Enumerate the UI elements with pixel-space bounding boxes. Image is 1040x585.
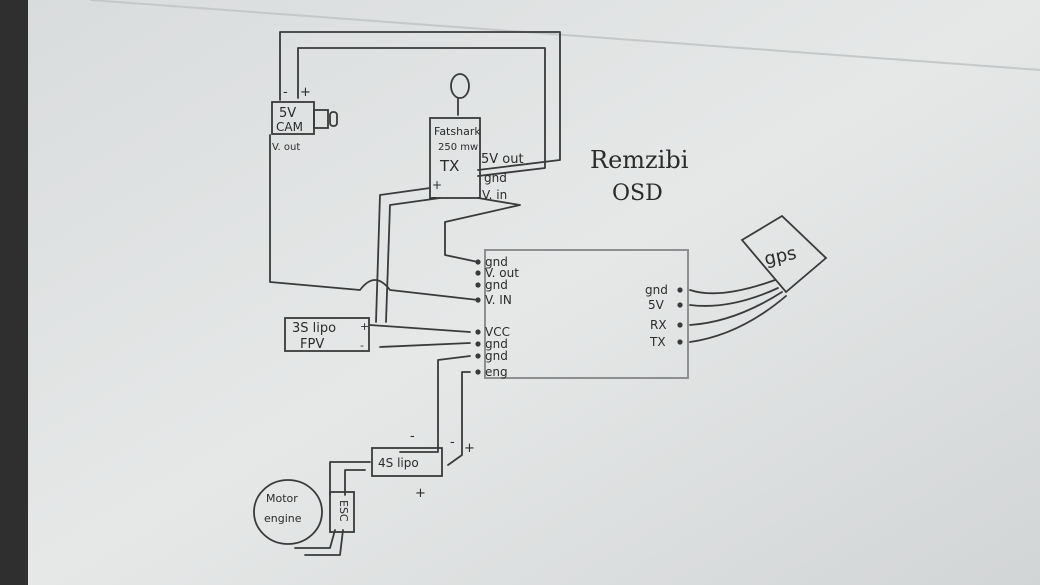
camera-vout: V. out xyxy=(272,142,300,153)
vtx-pin-5v: 5V out xyxy=(481,152,524,167)
osd-pin-eng: eng xyxy=(485,365,508,379)
lipo-4s-box xyxy=(371,447,443,477)
wire-4s-esc-minus xyxy=(329,461,371,496)
lipo-4s-minus-1: - xyxy=(410,429,415,444)
motor-line1: Motor xyxy=(266,492,298,505)
vtx-antenna xyxy=(450,73,470,99)
lipo-fpv-plus: + xyxy=(360,320,369,333)
osd-pin-vout: V. out xyxy=(485,266,519,280)
wire-esc-motor-1 xyxy=(294,529,336,549)
camera-plus: + xyxy=(300,85,311,100)
vtx-name: Fatshark xyxy=(434,125,481,138)
lipo-4s-plus-2: + xyxy=(415,486,426,501)
lipo-fpv-line1: 3S lipo xyxy=(292,321,336,336)
paper-sheet xyxy=(28,0,1040,585)
wire-cam-5v-loop xyxy=(279,31,561,171)
osd-pin-vcc: VCC xyxy=(485,325,510,339)
wire-lipo-vcc xyxy=(369,324,471,333)
wire-4s-esc-plus xyxy=(344,469,366,496)
wire-osd-gnd-4s xyxy=(399,355,471,453)
vtx-plus: + xyxy=(432,178,442,192)
osd-pin-right-rx: RX xyxy=(650,318,667,332)
vtx-box xyxy=(429,117,481,199)
motor-line2: engine xyxy=(264,512,302,525)
vtx-power: 250 mw xyxy=(438,142,478,153)
osd-board xyxy=(484,249,689,379)
osd-pin-gnd-2: gnd xyxy=(485,278,508,292)
osd-pin-gnd-4: gnd xyxy=(485,349,508,363)
lipo-fpv-line2: FPV xyxy=(300,337,324,352)
wire-cam-video xyxy=(269,134,479,301)
camera-voltage: 5V xyxy=(279,106,296,121)
wire-vtx-power-plus xyxy=(375,187,431,323)
paper-fold xyxy=(89,0,1040,71)
osd-pin-right-tx: TX xyxy=(649,335,666,349)
osd-pin-gnd-3: gnd xyxy=(485,337,508,351)
vtx-tx: TX xyxy=(439,157,459,175)
wire-cam-gnd-loop xyxy=(297,47,546,177)
osd-pin-dots xyxy=(475,259,683,375)
wire-vtx-power-minus xyxy=(385,197,441,323)
wire-esc-motor-2 xyxy=(304,529,344,556)
osd-pin-gnd-1: gnd xyxy=(485,255,508,269)
esc-label: ESC xyxy=(337,500,350,522)
vtx-minus: - xyxy=(432,190,436,204)
wire-gps-1 xyxy=(689,279,776,295)
wire-osd-eng xyxy=(447,371,471,466)
osd-pin-right-5v: 5V xyxy=(648,298,665,312)
camera-minus: - xyxy=(283,85,288,100)
lipo-fpv-minus: - xyxy=(360,339,364,352)
camera-lens xyxy=(313,109,329,129)
esc-box xyxy=(329,491,355,533)
osd-pin-right-gnd: gnd xyxy=(645,283,668,297)
vtx-pin-vin: V. in xyxy=(482,188,507,202)
lipo-4s-label: 4S lipo xyxy=(378,456,419,470)
wire-lipo-gnd xyxy=(379,342,471,348)
lipo-4s-minus-2: - xyxy=(450,435,455,450)
motor-circle xyxy=(253,479,323,545)
diagram-title: Remzibi xyxy=(590,146,689,174)
lipo-fpv-box xyxy=(284,317,370,352)
camera-name: CAM xyxy=(276,120,303,134)
diagram-subtitle: OSD xyxy=(612,181,663,206)
gps-box xyxy=(740,214,828,294)
lipo-4s-plus-1: + xyxy=(464,441,475,456)
wire-vtx-vin xyxy=(444,197,521,263)
vtx-pin-gnd: gnd xyxy=(484,171,507,185)
osd-pin-vin: V. IN xyxy=(485,293,512,307)
